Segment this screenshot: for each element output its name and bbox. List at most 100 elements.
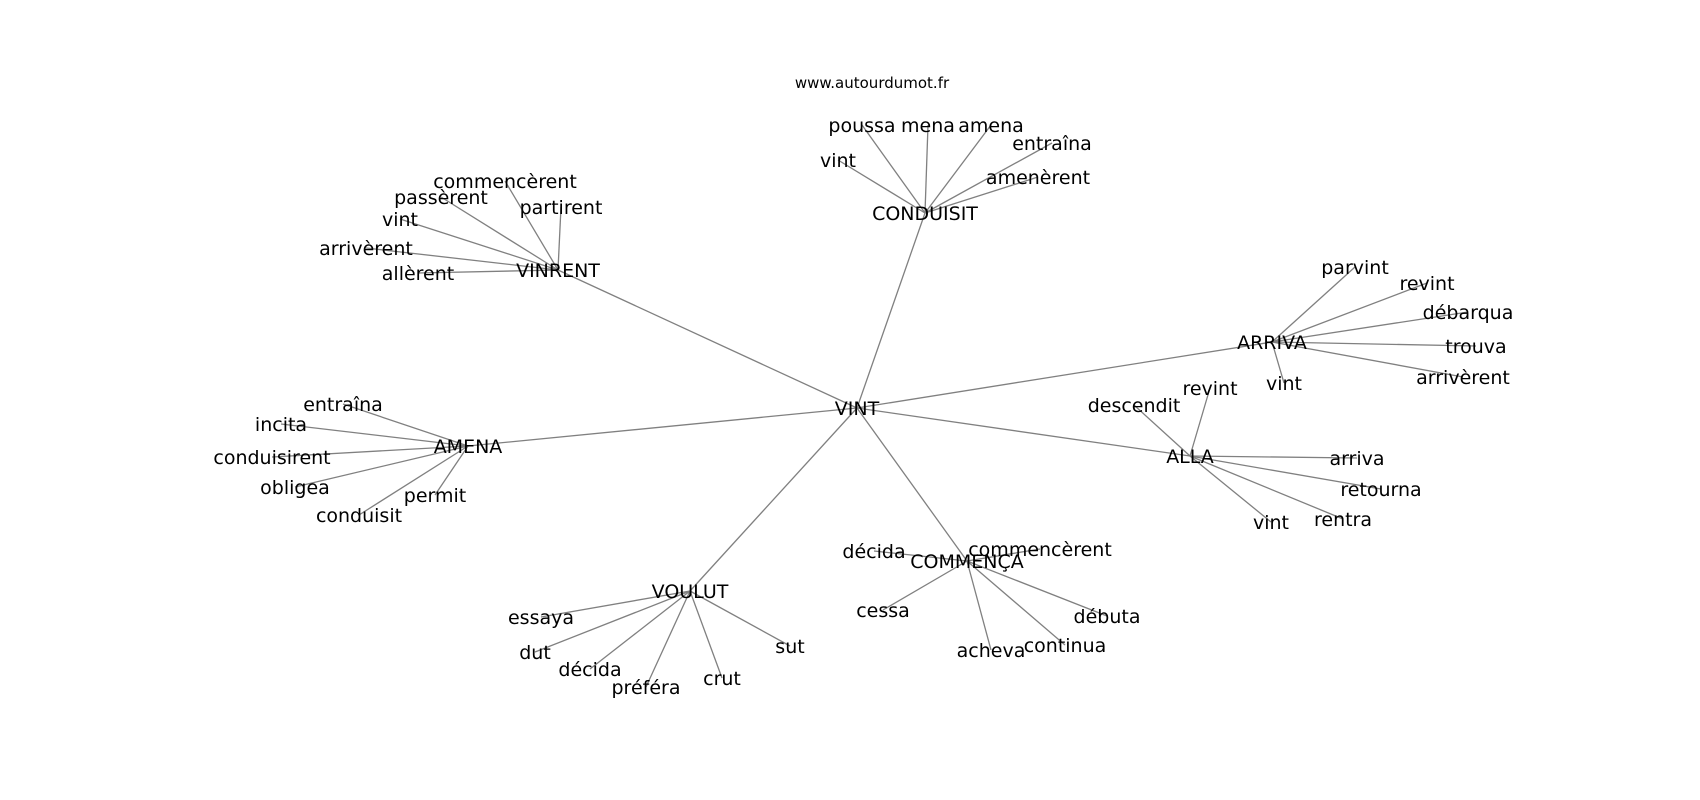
edge-arriva-leaf-1	[1271, 282, 1428, 343]
edge-voulut-leaf-5	[689, 590, 791, 647]
leaf-node-commenca-5: acheva	[957, 640, 1026, 662]
leaf-node-voulut-5: sut	[775, 636, 804, 658]
edge-alla-leaf-0	[1133, 404, 1191, 457]
edge-vinrent-leaf-1	[440, 196, 559, 271]
edge-vinrent-leaf-4	[365, 247, 559, 271]
branch-node-alla: ALLA	[1166, 446, 1214, 468]
edge-center-vinrent	[557, 269, 858, 409]
edge-alla-leaf-1	[1189, 387, 1211, 457]
edge-commenca-leaf-0	[873, 550, 968, 562]
edge-voulut-leaf-1	[534, 590, 691, 653]
leaf-node-commenca-2: cessa	[856, 600, 910, 622]
edge-voulut-leaf-2	[589, 590, 691, 670]
edge-arriva-leaf-4	[1271, 341, 1464, 378]
edge-amena-leaf-4	[434, 445, 469, 496]
leaf-node-commenca-4: continua	[1024, 635, 1107, 657]
edge-conduisit-leaf-2	[924, 124, 992, 214]
branch-node-conduisit: CONDUISIT	[872, 203, 978, 225]
branch-node-amena: AMENA	[434, 436, 503, 458]
edge-conduisit-leaf-3	[924, 142, 1053, 214]
edges	[271, 124, 1477, 688]
branch-node-voulut: VOULUT	[652, 581, 729, 603]
edge-vinrent-leaf-5	[417, 269, 559, 274]
edge-amena-leaf-1	[280, 423, 469, 447]
leaf-node-commenca-0: décida	[842, 541, 905, 563]
leaf-node-conduisit-3: entraîna	[1012, 133, 1092, 155]
leaf-node-alla-0: descendit	[1088, 395, 1181, 417]
edge-alla-leaf-5	[1189, 455, 1272, 523]
leaf-node-vinrent-1: passèrent	[394, 187, 488, 209]
edge-arriva-leaf-0	[1271, 266, 1356, 343]
leaf-node-amena-0: entraîna	[303, 394, 383, 416]
leaf-node-arriva-2: débarqua	[1423, 302, 1514, 324]
leaf-node-vinrent-4: arrivèrent	[319, 238, 413, 260]
edge-alla-leaf-3	[1189, 455, 1382, 490]
edge-alla-leaf-2	[1189, 455, 1358, 459]
edge-vinrent-leaf-0	[504, 180, 559, 271]
edge-amena-leaf-2	[271, 445, 469, 458]
edge-conduisit-leaf-1	[924, 124, 929, 214]
edge-amena-leaf-0	[342, 403, 469, 447]
edge-commenca-leaf-5	[966, 560, 992, 651]
leaf-node-alla-4: rentra	[1314, 509, 1372, 531]
edge-vinrent-leaf-3	[399, 218, 559, 271]
leaf-node-alla-5: vint	[1253, 512, 1289, 534]
leaf-node-amena-5: conduisit	[316, 505, 402, 527]
edge-commenca-leaf-3	[966, 560, 1108, 617]
leaf-node-voulut-2: décida	[558, 659, 621, 681]
edge-conduisit-leaf-0	[861, 124, 926, 214]
branch-node-vinrent: VINRENT	[516, 260, 600, 282]
leaf-node-conduisit-1: mena	[901, 115, 955, 137]
edge-voulut-leaf-0	[540, 590, 691, 618]
leaf-node-amena-1: incita	[255, 414, 307, 436]
leaf-node-amena-4: permit	[404, 485, 466, 507]
edge-center-arriva	[856, 341, 1273, 409]
leaf-node-vinrent-5: allèrent	[382, 263, 454, 285]
leaf-node-conduisit-0: poussa	[828, 115, 895, 137]
edge-amena-leaf-5	[358, 445, 469, 516]
edge-arriva-leaf-5	[1271, 341, 1285, 384]
leaf-node-arriva-3: trouva	[1445, 336, 1506, 358]
edge-arriva-leaf-2	[1271, 311, 1469, 343]
branch-node-arriva: ARRIVA	[1237, 332, 1307, 354]
leaf-node-voulut-1: dut	[519, 642, 551, 664]
edge-voulut-leaf-4	[689, 590, 723, 679]
leaf-node-arriva-4: arrivèrent	[1416, 367, 1510, 389]
edge-center-commenca	[856, 407, 968, 562]
leaf-node-vinrent-0: commencèrent	[433, 171, 577, 193]
edge-commenca-leaf-1	[966, 548, 1041, 562]
leaf-node-arriva-1: revint	[1399, 273, 1454, 295]
edge-center-conduisit	[856, 212, 926, 409]
branch-node-commenca: COMMENÇA	[910, 551, 1024, 573]
leaf-node-arriva-0: parvint	[1321, 257, 1389, 279]
leaf-node-commenca-3: débuta	[1074, 606, 1141, 628]
leaf-node-amena-3: obligea	[260, 477, 330, 499]
edge-conduisit-leaf-4	[837, 159, 926, 214]
edge-center-alla	[856, 407, 1191, 457]
source-url: www.autourdumot.fr	[795, 74, 950, 92]
edge-vinrent-leaf-2	[557, 206, 562, 271]
leaf-node-voulut-3: préféra	[612, 677, 681, 699]
leaf-node-conduisit-2: amena	[958, 115, 1024, 137]
edge-amena-leaf-3	[294, 445, 469, 488]
leaf-node-conduisit-5: amenèrent	[986, 167, 1090, 189]
edge-alla-leaf-4	[1189, 455, 1344, 520]
leaf-node-amena-2: conduisirent	[213, 447, 330, 469]
edge-commenca-leaf-4	[966, 560, 1066, 646]
leaf-node-voulut-4: crut	[703, 668, 741, 690]
edge-arriva-leaf-3	[1271, 341, 1477, 347]
leaf-node-alla-2: arriva	[1329, 448, 1384, 470]
leaf-node-alla-1: revint	[1182, 378, 1237, 400]
edge-center-voulut	[689, 407, 858, 592]
leaf-node-conduisit-4: vint	[820, 150, 856, 172]
center-node: VINT	[835, 398, 880, 420]
edge-center-amena	[467, 407, 858, 447]
edge-conduisit-leaf-5	[924, 176, 1039, 214]
edge-voulut-leaf-3	[645, 590, 691, 688]
leaf-node-alla-3: retourna	[1340, 479, 1421, 501]
leaf-node-commenca-1: commencèrent	[968, 539, 1112, 561]
edge-commenca-leaf-2	[882, 560, 968, 611]
leaf-node-vinrent-3: vint	[382, 209, 418, 231]
leaf-node-vinrent-2: partirent	[520, 197, 603, 219]
